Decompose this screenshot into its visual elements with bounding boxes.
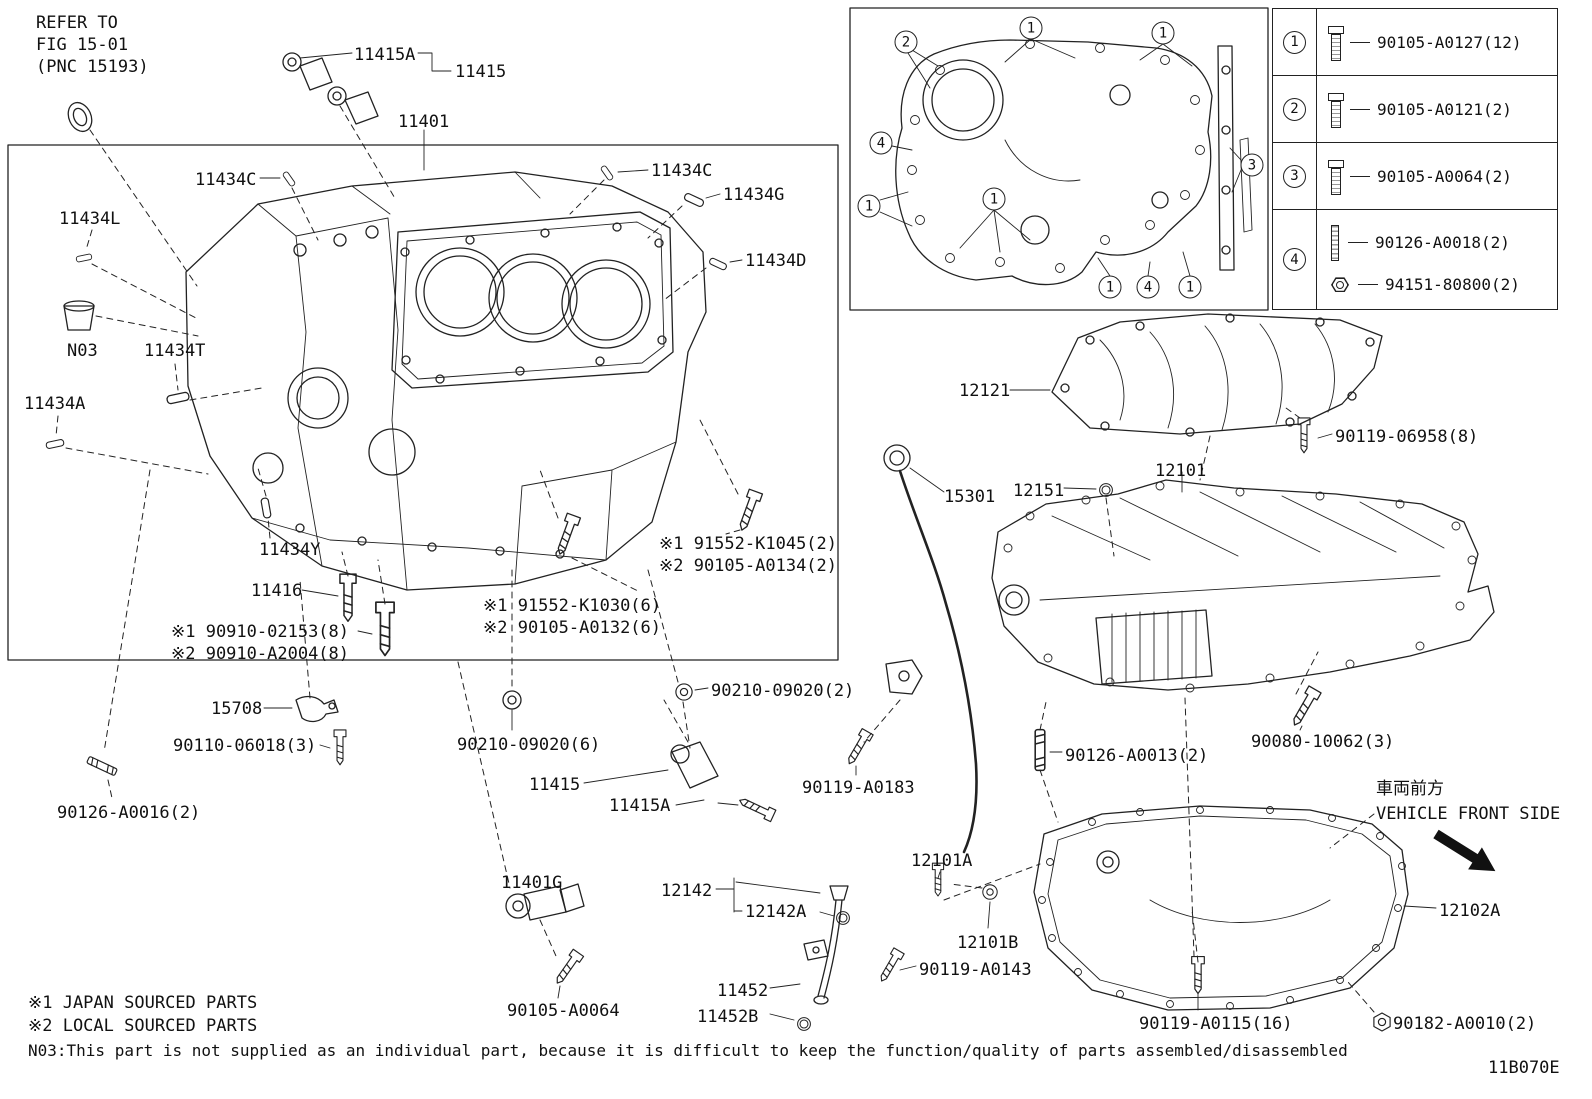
refer-note: REFER TO FIG 15-01 (PNC 15193) <box>36 13 149 77</box>
dashed-leaders <box>55 105 1375 1013</box>
fastener-row: 1 90105-A0127(12) <box>1273 9 1557 76</box>
vehicle-front-label-jp: 車両前方 <box>1376 779 1444 799</box>
sensor-11401g-drawing <box>505 883 585 921</box>
sensor-11415-mid-drawing <box>670 741 719 789</box>
engine-block-frame <box>7 144 839 661</box>
fastener-part-number: 94151-80800(2) <box>1385 275 1520 295</box>
japan-sourced-note: ※1 JAPAN SOURCED PARTS <box>28 993 258 1013</box>
fastener-row: 3 90105-A0064(2) <box>1273 143 1557 210</box>
local-sourced-note: ※2 LOCAL SOURCED PARTS <box>28 1016 258 1036</box>
fastener-table: 1 90105-A0127(12) 2 90105-A0121(2) 3 90105-A0… <box>1272 8 1558 310</box>
engine-block-drawing <box>185 171 707 591</box>
bolt-icon <box>1328 25 1344 61</box>
vehicle-front-arrow <box>1433 829 1496 872</box>
fastener-row: 4 90126-A0018(2) 94151-80800(2) <box>1273 210 1557 309</box>
dipstick-drawing <box>883 444 978 854</box>
fastener-part-number: 90126-A0018(2) <box>1375 233 1510 253</box>
upper-oil-pan-drawing <box>991 479 1495 693</box>
label-leaders <box>259 52 1437 1021</box>
dipstick-tube-drawing <box>797 885 850 1031</box>
table-callout-4: 4 <box>1283 248 1306 271</box>
fasteners <box>45 164 1391 1032</box>
figure-code: 11B070E <box>1488 1058 1560 1078</box>
fastener-part-number: 90105-A0121(2) <box>1377 99 1512 119</box>
oil-seal-drawing <box>67 101 93 133</box>
icon-tie-line <box>1350 41 1370 43</box>
timing-gasket-frame <box>849 7 1269 311</box>
plug-n03-drawing <box>63 300 95 331</box>
stud-icon <box>1331 224 1339 261</box>
n03-footnote: N03:This part is not supplied as an indi… <box>28 1041 1348 1060</box>
lower-oil-pan-drawing <box>1033 805 1409 1011</box>
bolt-icon <box>1328 159 1344 195</box>
icon-tie-line <box>1350 175 1370 177</box>
nut-icon <box>1331 277 1349 293</box>
callout-leaders <box>879 38 1242 277</box>
windage-tray-drawing <box>1051 313 1383 437</box>
fastener-table-rows: 1 90105-A0127(12) 2 90105-A0121(2) 3 90105-A0… <box>1273 9 1557 309</box>
fastener-part-number: 90105-A0127(12) <box>1377 32 1522 52</box>
fastener-row: 2 90105-A0121(2) <box>1273 76 1557 143</box>
icon-tie-line <box>1350 108 1370 110</box>
fastener-part-number: 90105-A0064(2) <box>1377 166 1512 186</box>
oil-squirter-drawing <box>295 695 339 723</box>
icon-tie-line <box>1358 284 1378 286</box>
sensor-11415-drawing <box>282 52 379 125</box>
vehicle-front-label-en: VEHICLE FRONT SIDE <box>1376 804 1561 824</box>
bolt-icon <box>1328 92 1344 128</box>
timing-cover-gasket-drawing <box>895 39 1253 286</box>
table-callout-1: 1 <box>1283 30 1306 54</box>
table-callout-3: 3 <box>1283 164 1306 188</box>
table-callout-2: 2 <box>1283 97 1306 121</box>
icon-tie-line <box>1348 242 1368 244</box>
